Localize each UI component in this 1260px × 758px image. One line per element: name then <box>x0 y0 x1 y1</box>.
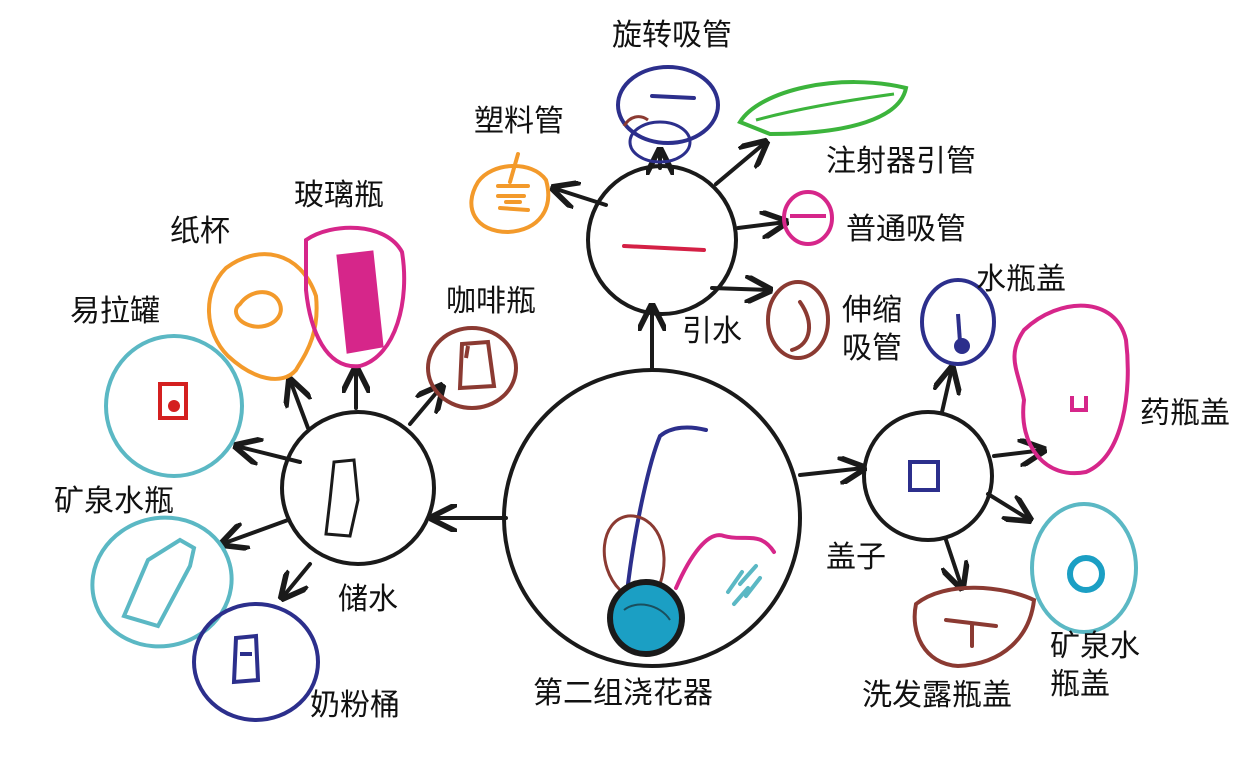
paper-cup-node <box>207 252 319 381</box>
lids-label: 盖子 <box>826 540 886 575</box>
can-node <box>104 334 244 478</box>
lids-hub <box>862 410 994 542</box>
connector-intake-to-telescopic-straw <box>710 288 770 290</box>
glass-bottle-label: 玻璃瓶 <box>294 178 384 213</box>
plastic-tube-label: 塑料管 <box>474 104 564 139</box>
water-bottle-cap-label: 水瓶盖 <box>976 262 1066 297</box>
rotating-straw-node <box>616 65 720 164</box>
intake-label: 引水 <box>682 314 742 349</box>
intake-hub <box>586 164 738 316</box>
mineral-cap-node <box>1030 502 1138 634</box>
storage-hub <box>280 410 436 566</box>
connector-intake-to-syringe-tube <box>714 142 766 186</box>
connector-storage-to-formula-can <box>282 562 312 598</box>
connector-lids-to-mineral-cap <box>986 492 1030 520</box>
storage-label: 储水 <box>338 582 398 617</box>
connector-storage-to-water-bottle <box>222 518 290 544</box>
medicine-cap-label: 药瓶盖 <box>1140 396 1230 431</box>
coffee-bottle-node <box>426 326 518 410</box>
glass-bottle-node <box>304 225 407 369</box>
connector-center-to-lids <box>798 468 864 475</box>
telescopic-straw-label: 伸缩吸管 <box>842 293 902 366</box>
center-node <box>502 368 802 668</box>
medicine-cap-node <box>1012 303 1130 476</box>
connector-lids-to-shampoo-cap <box>946 538 962 588</box>
syringe-tube-label: 注射器引管 <box>826 144 976 179</box>
connector-storage-to-paper-cup <box>290 380 308 430</box>
plastic-tube-node <box>469 152 551 235</box>
connector-intake-to-ordinary-straw <box>736 222 786 228</box>
shampoo-cap-label: 洗发露瓶盖 <box>862 678 1012 713</box>
syringe-tube-node <box>737 80 909 137</box>
ordinary-straw-label: 普通吸管 <box>846 212 966 247</box>
telescopic-straw-node <box>766 280 830 360</box>
coffee-bottle-label: 咖啡瓶 <box>446 284 536 319</box>
formula-can-label: 奶粉桶 <box>310 688 400 723</box>
rotating-straw-label: 旋转吸管 <box>612 18 732 53</box>
formula-can-node <box>192 602 320 722</box>
center-label: 第二组浇花器 <box>533 676 713 711</box>
paper-cup-label: 纸杯 <box>170 214 230 249</box>
mineral-cap-label: 矿泉水瓶盖 <box>1050 629 1140 702</box>
ordinary-straw-node <box>782 190 834 246</box>
water-bottle-node <box>90 515 234 649</box>
water-bottle-cap-node <box>920 278 996 366</box>
can-label: 易拉罐 <box>70 294 160 329</box>
water-bottle-label: 矿泉水瓶 <box>54 484 174 519</box>
connector-lids-to-water-bottle-cap <box>942 368 952 414</box>
shampoo-cap-node <box>912 585 1037 669</box>
